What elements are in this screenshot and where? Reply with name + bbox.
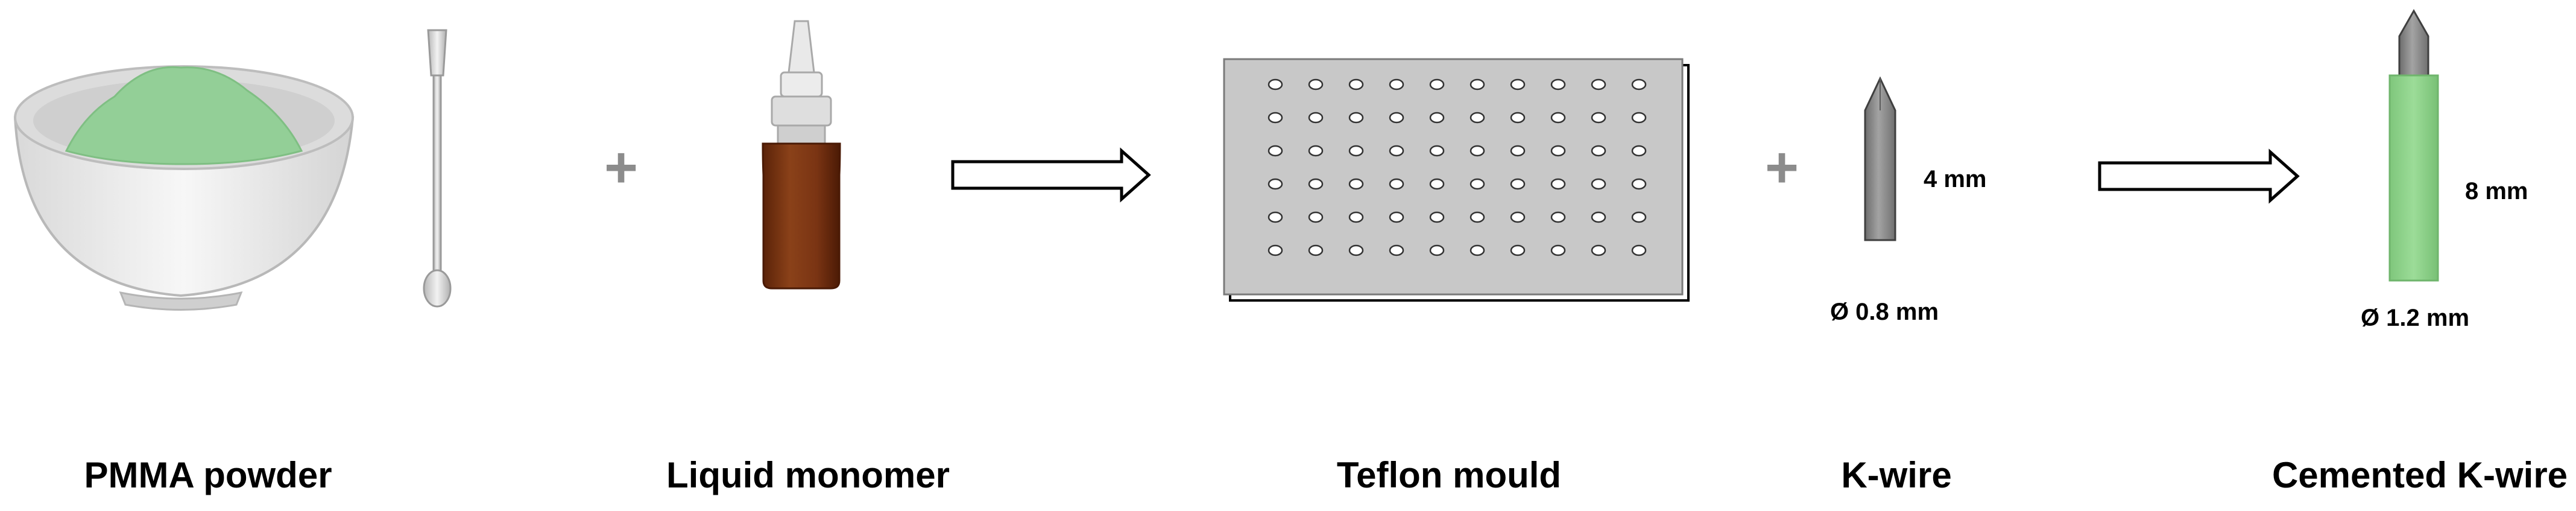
step-label-mould: Teflon mould (1337, 455, 1561, 495)
mould-hole (1348, 244, 1364, 256)
mould-hole (1348, 211, 1364, 223)
mould-hole (1348, 145, 1364, 157)
step-label-pmma: PMMA powder (84, 455, 332, 495)
plus-sign: + (604, 135, 638, 200)
mould-hole (1631, 112, 1647, 124)
mould-hole (1591, 244, 1606, 256)
mould-hole (1510, 78, 1526, 90)
mould-hole (1429, 244, 1445, 256)
mould-hole (1510, 112, 1526, 124)
mould-hole (1308, 112, 1324, 124)
cemented-kwire-icon (2388, 8, 2439, 282)
mould-hole (1267, 145, 1283, 157)
mould-hole (1591, 78, 1606, 90)
mould-hole (1510, 178, 1526, 190)
mould-hole (1389, 178, 1404, 190)
mould-hole (1631, 78, 1647, 90)
mould-hole (1429, 145, 1445, 157)
mould-hole (1510, 244, 1526, 256)
arrow-icon (2098, 148, 2300, 204)
bowl-icon (13, 65, 355, 311)
mould-hole (1550, 78, 1566, 90)
mould-hole (1389, 145, 1404, 157)
mould-hole (1631, 211, 1647, 223)
spatula-icon (423, 29, 452, 308)
bottle-icon (762, 20, 841, 290)
mould-hole (1308, 145, 1324, 157)
mould-hole (1510, 145, 1526, 157)
mould-hole (1550, 178, 1566, 190)
mould-hole (1470, 112, 1485, 124)
mould-hole (1429, 178, 1445, 190)
mould-hole (1550, 112, 1566, 124)
mould-hole (1510, 211, 1526, 223)
mould-hole (1267, 112, 1283, 124)
mould-hole (1550, 145, 1566, 157)
mould-hole (1591, 112, 1606, 124)
pmma-powder-mound (65, 66, 303, 165)
mould-hole (1591, 211, 1606, 223)
kwire-length-label: 4 mm (1924, 166, 1987, 192)
mould-hole (1591, 145, 1606, 157)
mould-hole (1591, 178, 1606, 190)
mould-hole (1470, 244, 1485, 256)
mould-hole (1470, 145, 1485, 157)
mould-hole (1429, 78, 1445, 90)
mould-hole (1550, 244, 1566, 256)
mould-holes (1267, 78, 1647, 256)
step-label-monomer: Liquid monomer (666, 455, 950, 495)
mould-hole (1550, 211, 1566, 223)
mould-hole (1267, 78, 1283, 90)
kwire-icon (1864, 76, 1896, 241)
mould-hole (1389, 112, 1404, 124)
mould-hole (1389, 244, 1404, 256)
mould-hole (1429, 112, 1445, 124)
mould-hole (1470, 178, 1485, 190)
step-label-cemented: Cemented K-wire (2272, 455, 2568, 495)
mould-hole (1308, 178, 1324, 190)
mould-hole (1308, 244, 1324, 256)
cemented-length-label: 8 mm (2465, 178, 2528, 205)
mould-hole (1267, 244, 1283, 256)
arrow-icon (951, 147, 1151, 203)
mould-hole (1470, 211, 1485, 223)
mould-hole (1631, 178, 1647, 190)
mould-hole (1631, 244, 1647, 256)
mould-hole (1429, 211, 1445, 223)
mould-hole (1470, 78, 1485, 90)
step-label-kwire: K-wire (1841, 455, 1951, 495)
mould-hole (1389, 211, 1404, 223)
mould-hole (1348, 178, 1364, 190)
mould-hole (1267, 178, 1283, 190)
mould-icon (1223, 58, 1690, 302)
mould-hole (1389, 78, 1404, 90)
mould-hole (1348, 112, 1364, 124)
plus-sign: + (1765, 135, 1799, 200)
mould-hole (1308, 211, 1324, 223)
mould-hole (1631, 145, 1647, 157)
mould-hole (1308, 78, 1324, 90)
mould-hole (1267, 211, 1283, 223)
cemented-diameter-label: Ø 1.2 mm (2361, 305, 2469, 331)
kwire-diameter-label: Ø 0.8 mm (1830, 299, 1939, 325)
mould-hole (1348, 78, 1364, 90)
